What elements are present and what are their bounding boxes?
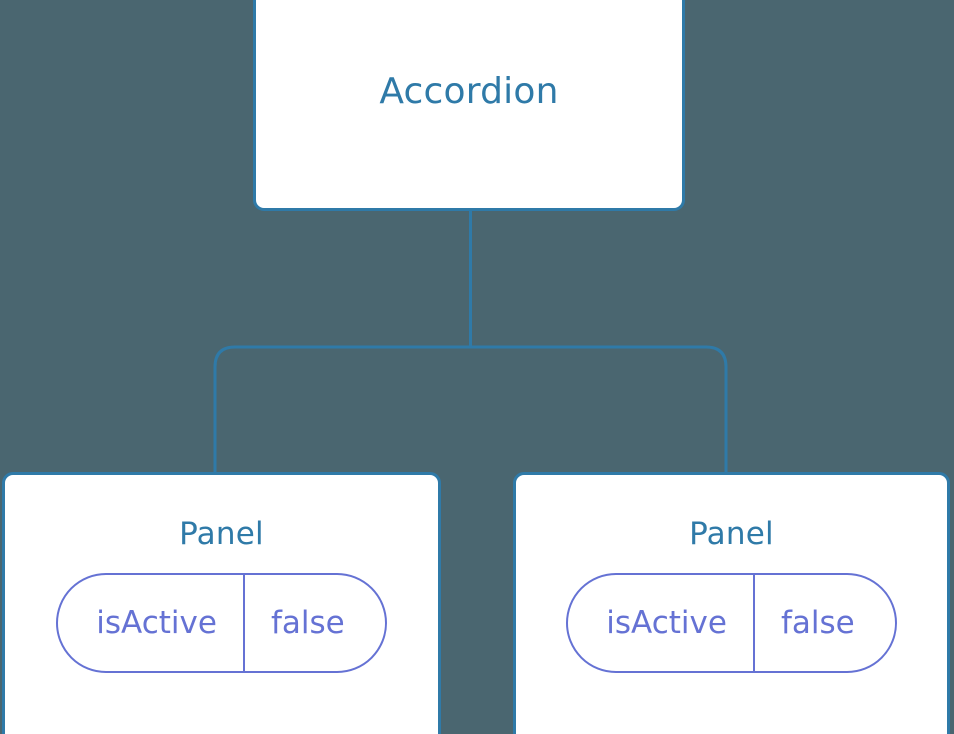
prop-key-isactive: isActive <box>58 575 245 672</box>
prop-key-isactive: isActive <box>568 575 755 672</box>
node-panel-2-title: Panel <box>689 516 774 552</box>
prop-value-isactive: false <box>270 604 345 641</box>
prop-pill-panel-1[interactable]: isActive false <box>56 573 387 674</box>
connector-branch-left <box>213 345 471 476</box>
node-panel-1[interactable]: Panel isActive false <box>2 472 441 734</box>
node-panel-2[interactable]: Panel isActive false <box>513 472 950 734</box>
prop-value-isactive: false <box>780 604 855 641</box>
node-panel-1-title: Panel <box>179 516 264 552</box>
prop-pill-panel-2[interactable]: isActive false <box>566 573 897 674</box>
connector-branch-right <box>470 345 728 476</box>
node-accordion[interactable]: Accordion <box>253 0 685 211</box>
node-accordion-title: Accordion <box>379 70 559 112</box>
